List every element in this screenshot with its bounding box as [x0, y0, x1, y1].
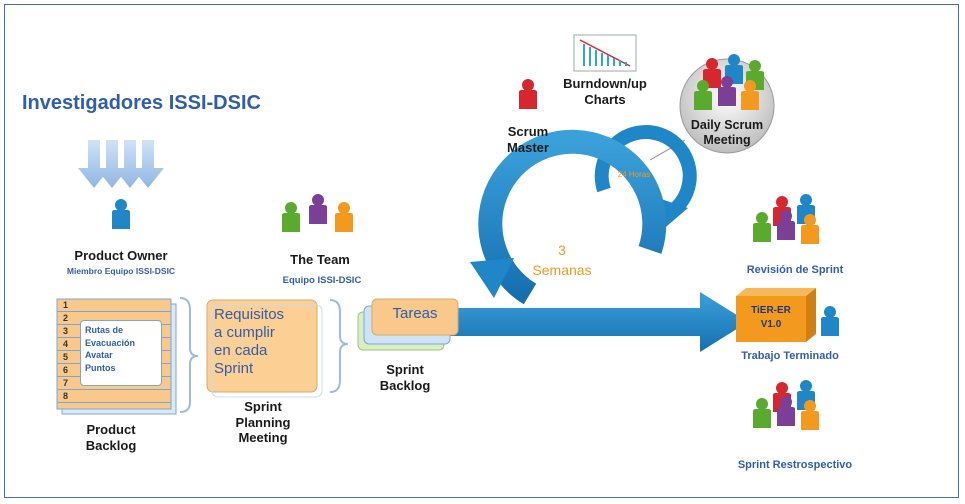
- planning-label-1: Sprint: [244, 399, 282, 414]
- daily-scrum-label-1: Daily Scrum: [690, 118, 764, 132]
- sprint-backlog-label-1: Sprint: [386, 362, 424, 377]
- team-icon: [282, 194, 353, 232]
- sprint-retro-label: Sprint Restrospectivo: [737, 459, 853, 471]
- sprint-backlog-box-text: Tareas: [392, 305, 438, 322]
- product-version-2: V1.0: [760, 319, 782, 330]
- sprint-cycle-label-2: Semanas: [532, 262, 592, 278]
- sprint-planning-label: Sprint Planning Meeting: [218, 399, 308, 446]
- backlog-item: Evacuación: [85, 337, 136, 348]
- sprint-cycle-label: 3 Semanas: [522, 240, 602, 280]
- product-box: [736, 288, 816, 342]
- list-item: 8: [57, 390, 171, 403]
- review-people-icon: [753, 194, 819, 244]
- list-item: 1: [57, 299, 171, 312]
- customer-icon: [821, 306, 839, 336]
- sprint-review-label: Revisión de Sprint: [746, 264, 844, 276]
- product-owner-sub: Miembro Equipo ISSI-DSIC: [66, 266, 176, 276]
- daily-scrum-people-icon: [694, 54, 764, 110]
- scrum-master-icon: [519, 79, 537, 109]
- burndown-label: Burndown/up Charts: [552, 76, 658, 107]
- product-owner-label: Product Owner: [74, 248, 168, 263]
- work-done-label: Trabajo Terminado: [741, 350, 839, 362]
- planning-line: a cumplir: [214, 324, 275, 341]
- planning-line: en cada: [214, 342, 268, 359]
- planning-label-3: Meeting: [238, 430, 288, 446]
- input-arrows: [78, 140, 164, 188]
- team-label: The Team: [290, 252, 350, 267]
- planning-label-2: Planning: [235, 414, 291, 430]
- scrum-master-label: Scrum Master: [493, 124, 563, 155]
- diagram-frame: [4, 4, 959, 498]
- team-sub: Equipo ISSI-DSIC: [282, 275, 362, 286]
- main-flow-arrow: [420, 292, 748, 352]
- sprint-backlog-label: Sprint Backlog: [370, 362, 440, 393]
- sprint-planning-text: Requisitos a cumplir en cada Sprint: [214, 306, 314, 378]
- sprint-planning-box: [206, 299, 318, 393]
- retro-people-icon: [753, 380, 819, 430]
- product-backlog-label: Product Backlog: [66, 422, 156, 453]
- sprint-cycle-arrow: [470, 129, 667, 305]
- planning-line: Sprint: [214, 360, 254, 377]
- diagram-title: Investigadores ISSI-DSIC: [22, 92, 261, 114]
- list-item: 7: [57, 377, 171, 390]
- planning-line: Requisitos: [214, 306, 285, 323]
- scrum-master-label-1: Scrum: [507, 124, 549, 139]
- burndown-label-1: Burndown/up: [563, 76, 647, 91]
- product-box-text: TiER-ER V1.0: [736, 304, 806, 332]
- sprint-backlog-stack: [357, 298, 459, 351]
- burndown-chart-icon: [573, 34, 637, 72]
- brace-1: [179, 297, 199, 413]
- backlog-item: Puntos: [85, 362, 116, 373]
- product-backlog-items: Rutas de Evacuación Avatar Puntos: [80, 320, 162, 386]
- backlog-item: Avatar: [85, 350, 113, 360]
- burndown-label-2: Charts: [584, 91, 626, 107]
- scrum-master-label-2: Master: [507, 139, 549, 155]
- daily-cycle-label: 24 Horas: [617, 170, 651, 179]
- sprint-backlog-label-2: Backlog: [379, 377, 431, 393]
- brace-2: [329, 299, 349, 393]
- sprint-cycle-label-1: 3: [558, 242, 566, 258]
- product-owner-icon: [112, 199, 130, 229]
- backlog-item: Rutas de: [85, 325, 124, 335]
- product-version-1: TiER-ER: [751, 305, 791, 316]
- daily-scrum-label: Daily Scrum Meeting: [680, 118, 774, 148]
- product-backlog-label-2: Backlog: [85, 437, 137, 453]
- product-backlog-label-1: Product: [86, 422, 136, 437]
- daily-scrum-label-2: Meeting: [703, 133, 751, 147]
